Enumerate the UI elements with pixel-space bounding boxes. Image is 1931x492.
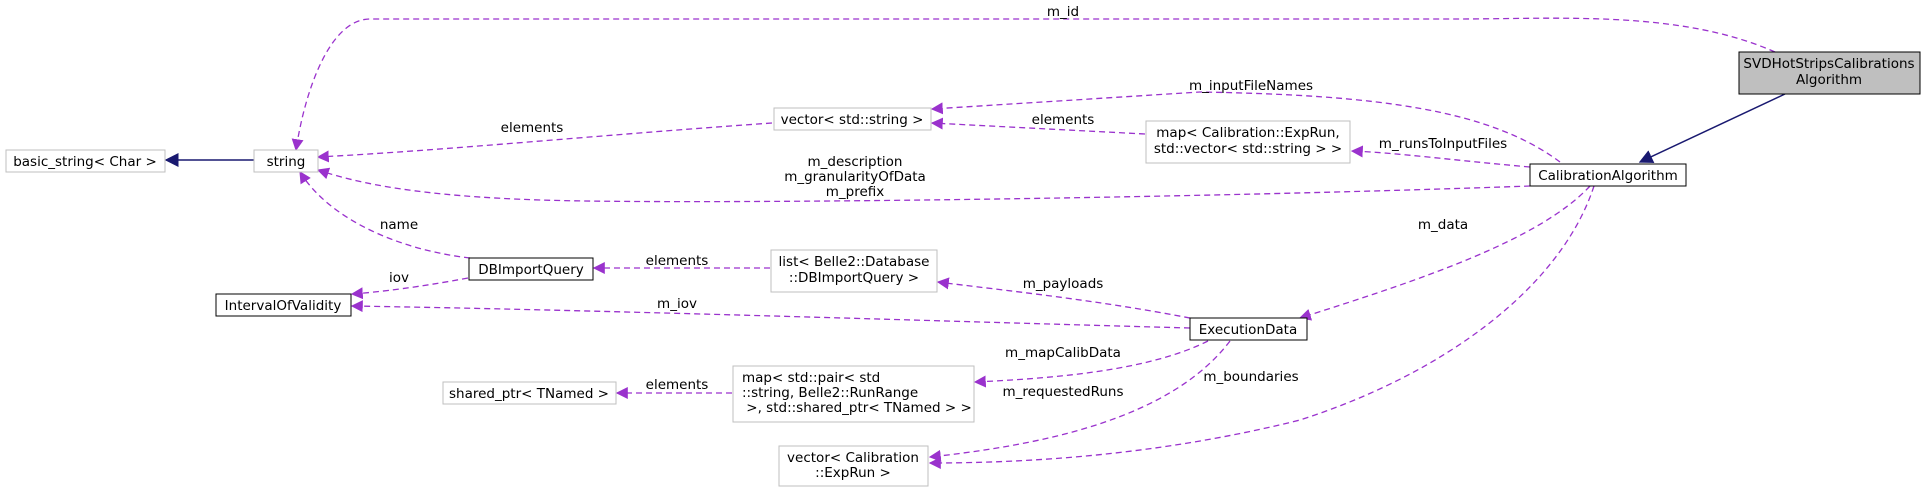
edge-label-elements-mappair-sharedptr: elements [646, 377, 709, 393]
node-string-label: string [267, 154, 306, 170]
node-map-pair-sharedptr[interactable]: map< std::pair< std ::string, Belle2::Ru… [732, 365, 975, 423]
node-string[interactable]: string [253, 149, 319, 173]
node-map-exprun-label-line1: map< Calibration::ExpRun, [1156, 125, 1339, 141]
edge-label-m-id: m_id [1047, 4, 1079, 20]
node-svd-label-line2: Algorithm [1796, 72, 1862, 88]
node-vector-exprun[interactable]: vector< Calibration ::ExpRun > [778, 445, 929, 487]
node-vector-exprun-label-line1: vector< Calibration [787, 450, 919, 466]
edge-label-elements-mapcal-vecstr: elements [1032, 112, 1095, 128]
node-vector-exprun-label-line2: ::ExpRun > [815, 465, 891, 481]
edge-name [299, 170, 471, 259]
node-calibrationalgorithm[interactable]: CalibrationAlgorithm [1529, 163, 1687, 187]
edge-label-m-runstoinputfiles: m_runsToInputFiles [1379, 136, 1507, 152]
node-list-dbimportquery-label-line1: list< Belle2::Database [779, 254, 930, 270]
node-vector-string-label: vector< std::string > [781, 112, 924, 128]
node-executiondata[interactable]: ExecutionData [1189, 317, 1308, 341]
node-map-pair-label-line2: ::string, Belle2::RunRange [742, 385, 918, 401]
edge-elements-mapcal-vecstr [930, 117, 1146, 135]
edge-m-data [1298, 185, 1591, 321]
edge-m-inputfilenames [930, 91, 1561, 163]
edge-label-elements-listdb-dbimport: elements [646, 253, 709, 269]
edge-label-m-description: m_description [808, 154, 903, 170]
node-map-pair-label-line3: >, std::shared_ptr< TNamed > > [742, 400, 972, 416]
node-intervalofvalidity[interactable]: IntervalOfValidity [215, 293, 352, 317]
node-basic-string[interactable]: basic_string< Char > [5, 149, 166, 173]
edge-label-m-payloads: m_payloads [1023, 276, 1104, 292]
edge-m-boundaries [928, 185, 1595, 469]
edge-label-m-data: m_data [1418, 217, 1468, 233]
node-svdhotstripscalibrationsalgorithm[interactable]: SVDHotStripsCalibrations Algorithm [1738, 51, 1921, 95]
edge-elements-vecstr-string [316, 122, 773, 163]
node-calib-label: CalibrationAlgorithm [1538, 168, 1678, 184]
node-shared-ptr-tnamed[interactable]: shared_ptr< TNamed > [442, 381, 617, 405]
edge-label-elements-vecstr-string: elements [501, 120, 564, 136]
edge-m-iov [350, 300, 1191, 329]
edge-label-m-granularityofdata: m_granularityOfData [784, 169, 926, 185]
edge-label-m-inputfilenames: m_inputFileNames [1189, 78, 1313, 94]
edge-label-m-mapcalibdata: m_mapCalibData [1005, 345, 1121, 361]
edge-label-m-prefix: m_prefix [826, 184, 885, 200]
node-map-exprun-vector[interactable]: map< Calibration::ExpRun, std::vector< s… [1145, 120, 1351, 164]
node-svd-label-line1: SVDHotStripsCalibrations [1743, 56, 1914, 72]
edge-label-name: name [380, 217, 418, 233]
node-map-exprun-label-line2: std::vector< std::string > > [1154, 141, 1342, 157]
edge-iov [350, 277, 469, 300]
edge-m-runstoinputfiles [1350, 145, 1531, 168]
edge-label-m-iov: m_iov [657, 296, 697, 312]
edge-m-mapcalibdata [973, 340, 1209, 388]
edge-label-m-boundaries: m_boundaries [1203, 369, 1298, 385]
edge-m-requestedruns [928, 340, 1231, 462]
node-map-pair-label-line1: map< std::pair< std [742, 370, 880, 386]
node-shared-ptr-label: shared_ptr< TNamed > [449, 386, 609, 402]
node-list-dbimportquery-label-line2: ::DBImportQuery > [789, 270, 919, 286]
edge-label-iov: iov [389, 270, 409, 286]
node-dbimportquery[interactable]: DBImportQuery [468, 257, 594, 281]
node-list-dbimportquery[interactable]: list< Belle2::Database ::DBImportQuery > [770, 249, 938, 293]
edge-inheritance-svd-calib [1638, 93, 1786, 163]
node-vector-string[interactable]: vector< std::string > [773, 107, 932, 131]
node-intervalofvalidity-label: IntervalOfValidity [225, 298, 342, 314]
node-dbimportquery-label: DBImportQuery [478, 262, 584, 278]
edge-label-m-requestedruns: m_requestedRuns [1002, 384, 1123, 400]
edge-m-description-group [316, 167, 1531, 203]
node-executiondata-label: ExecutionData [1199, 322, 1297, 338]
node-basic-string-label: basic_string< Char > [13, 154, 157, 170]
